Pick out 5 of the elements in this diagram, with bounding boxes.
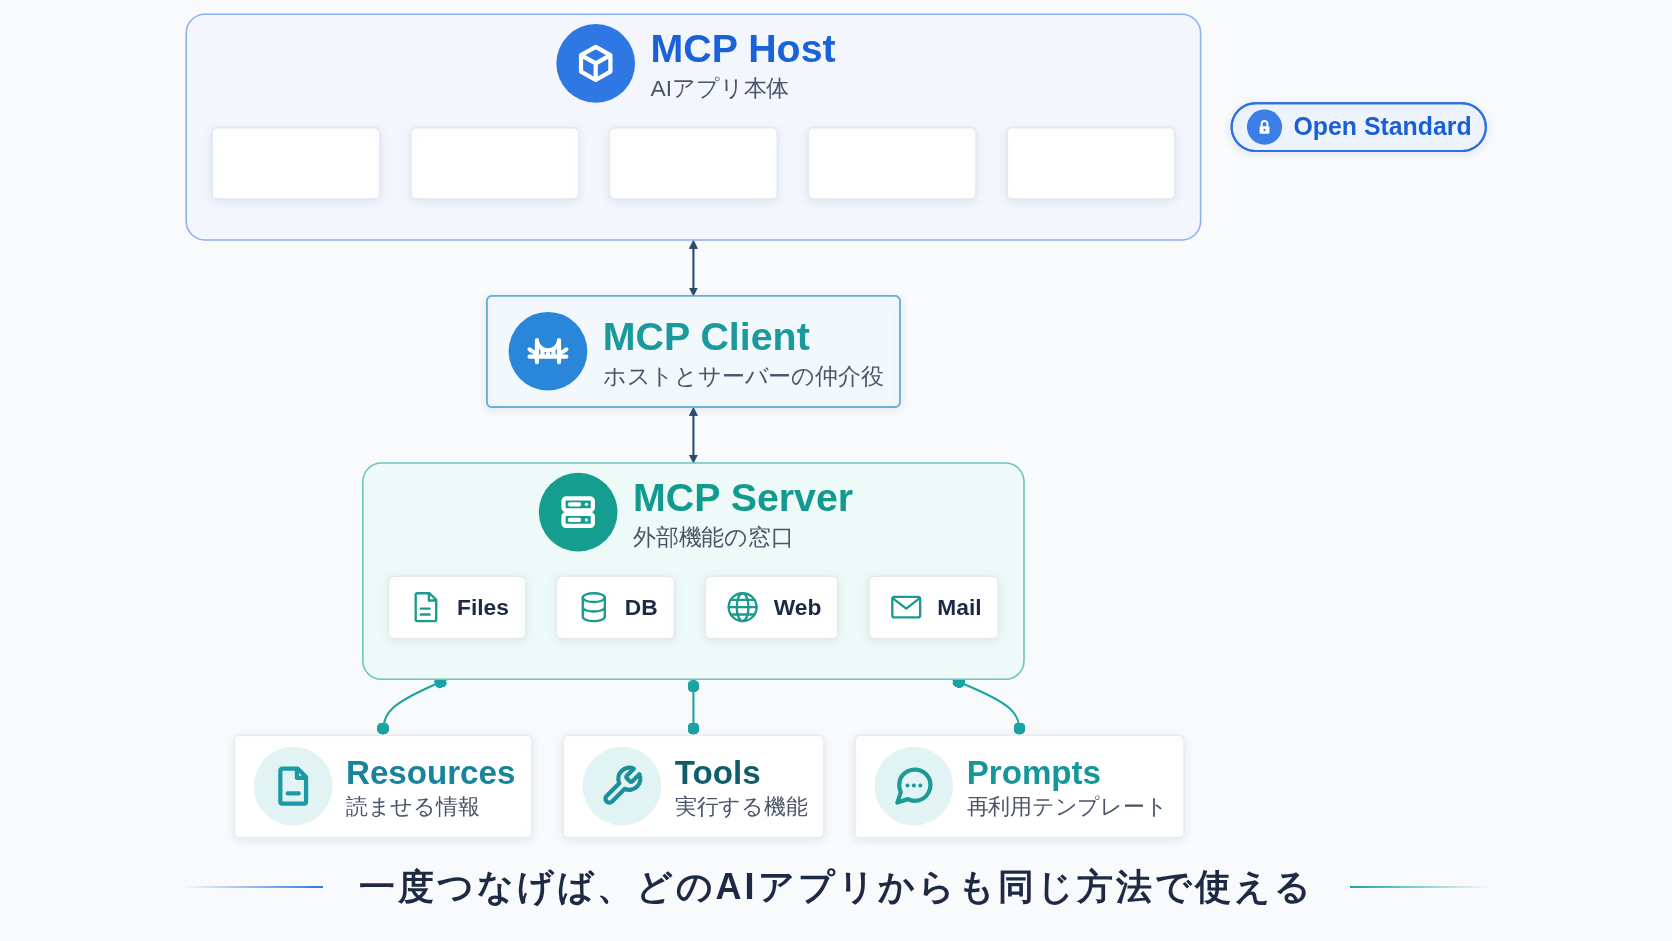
connector: [687, 679, 700, 736]
cluster: MCP Host AIアプリ本体: [185, 13, 1202, 241]
arrow: [688, 407, 698, 464]
arrow: [688, 239, 698, 297]
caption-text: 一度つなげば、どのAIアプリからも同じ方法で使える: [358, 864, 1314, 909]
